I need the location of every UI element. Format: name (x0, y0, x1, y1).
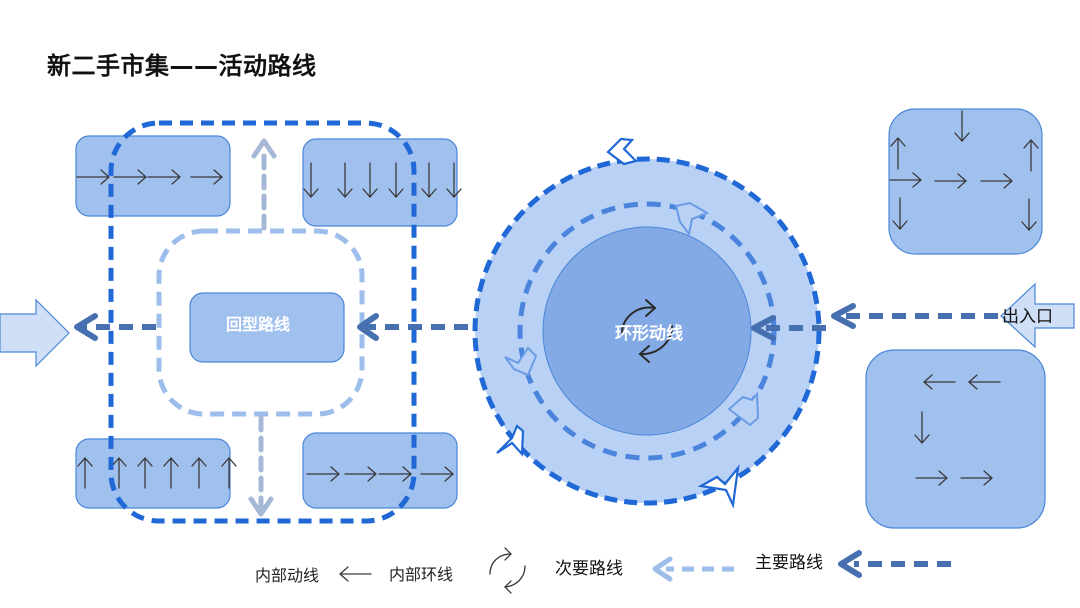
page-title: 新二手市集——活动路线 (47, 52, 317, 80)
exit-arrow-left (0, 298, 70, 368)
flow-arrow-down (1021, 198, 1037, 231)
flow-arrow-right (980, 173, 1013, 189)
ring-chevron-icon (496, 424, 525, 457)
flow-arrow-right (378, 466, 412, 482)
flow-arrow-right (889, 172, 922, 188)
flow-arrow-right (960, 470, 993, 486)
loop-route-label: 回型路线 (226, 315, 290, 334)
flow-arrow-right (76, 169, 110, 185)
stall-top-right (302, 138, 458, 227)
ring-chevron-icon (697, 464, 740, 509)
flow-arrow-down (914, 411, 930, 444)
legend-secondary-route: 次要路线 (555, 556, 734, 582)
ring-chevron-icon (674, 201, 710, 237)
ring-chevron-icon (727, 391, 760, 427)
flow-arrow-right (147, 169, 181, 185)
flow-arrow-down (446, 162, 462, 198)
ring-chevron-icon (606, 137, 639, 166)
flow-arrow-right (190, 169, 223, 185)
flow-arrow-up (890, 137, 906, 170)
secondary-route-up (251, 138, 277, 231)
flow-arrow-left (968, 374, 1001, 390)
flow-arrow-up (1023, 139, 1039, 172)
ring-chevron-icon (504, 346, 538, 377)
legend-primary-route-icon (838, 550, 951, 578)
primary-route-entrance (751, 303, 998, 341)
flow-arrow-up (137, 457, 153, 489)
primary-route-left (74, 313, 468, 341)
flow-arrow-down (421, 162, 437, 198)
flow-arrow-down (388, 162, 404, 198)
legend-internal-flow: 内部动线 (255, 566, 372, 585)
cycle-icon (621, 299, 673, 363)
flow-arrow-right (934, 173, 967, 189)
ring-route-label: 环形动线 (615, 323, 683, 344)
legend-arrow-left-icon (339, 566, 372, 582)
flow-arrow-down (362, 162, 378, 198)
legend-internal-flow-label: 内部动线 (255, 566, 319, 585)
flow-arrow-down (954, 110, 970, 142)
stall-bottom-left (75, 438, 231, 509)
secondary-route-down (248, 415, 274, 517)
stall-top-left (75, 135, 231, 217)
flow-arrow-up (163, 457, 179, 489)
flow-arrow-right (113, 169, 147, 185)
flow-arrow-left (923, 374, 956, 390)
outer-loop-route (108, 120, 417, 524)
stall-bottom-right (302, 432, 458, 509)
ring-route: 环形动线 (472, 137, 822, 509)
legend-cycle-icon (489, 547, 526, 594)
legend-secondary-route-icon (652, 556, 734, 582)
flow-arrow-down (337, 162, 353, 198)
legend-primary-route-label: 主要路线 (755, 553, 823, 573)
flow-arrow-right (306, 466, 340, 482)
flow-arrow-right (344, 466, 377, 482)
legend-internal-loop-label: 内部环线 (389, 565, 453, 584)
entrance-arrow: 出入口 (1000, 282, 1075, 349)
legend: 内部动线 内部环线 次要路线 主要路线 (255, 547, 951, 594)
ring-core (542, 226, 752, 436)
flow-arrow-up (221, 457, 237, 489)
flow-arrow-right (420, 466, 454, 482)
legend-primary-route: 主要路线 (755, 550, 951, 578)
flow-arrow-right (915, 470, 948, 486)
flow-arrow-up (191, 457, 207, 489)
flow-arrow-down (303, 162, 319, 198)
flow-arrow-up (111, 457, 127, 489)
flow-arrow-down (892, 197, 908, 230)
loop-route-box: 回型路线 (189, 292, 345, 363)
legend-internal-loop: 内部环线 (389, 547, 526, 594)
stall-right-bottom (865, 349, 1046, 529)
entrance-label: 出入口 (1002, 307, 1053, 327)
flow-arrow-up (77, 457, 93, 489)
legend-secondary-route-label: 次要路线 (555, 559, 623, 579)
